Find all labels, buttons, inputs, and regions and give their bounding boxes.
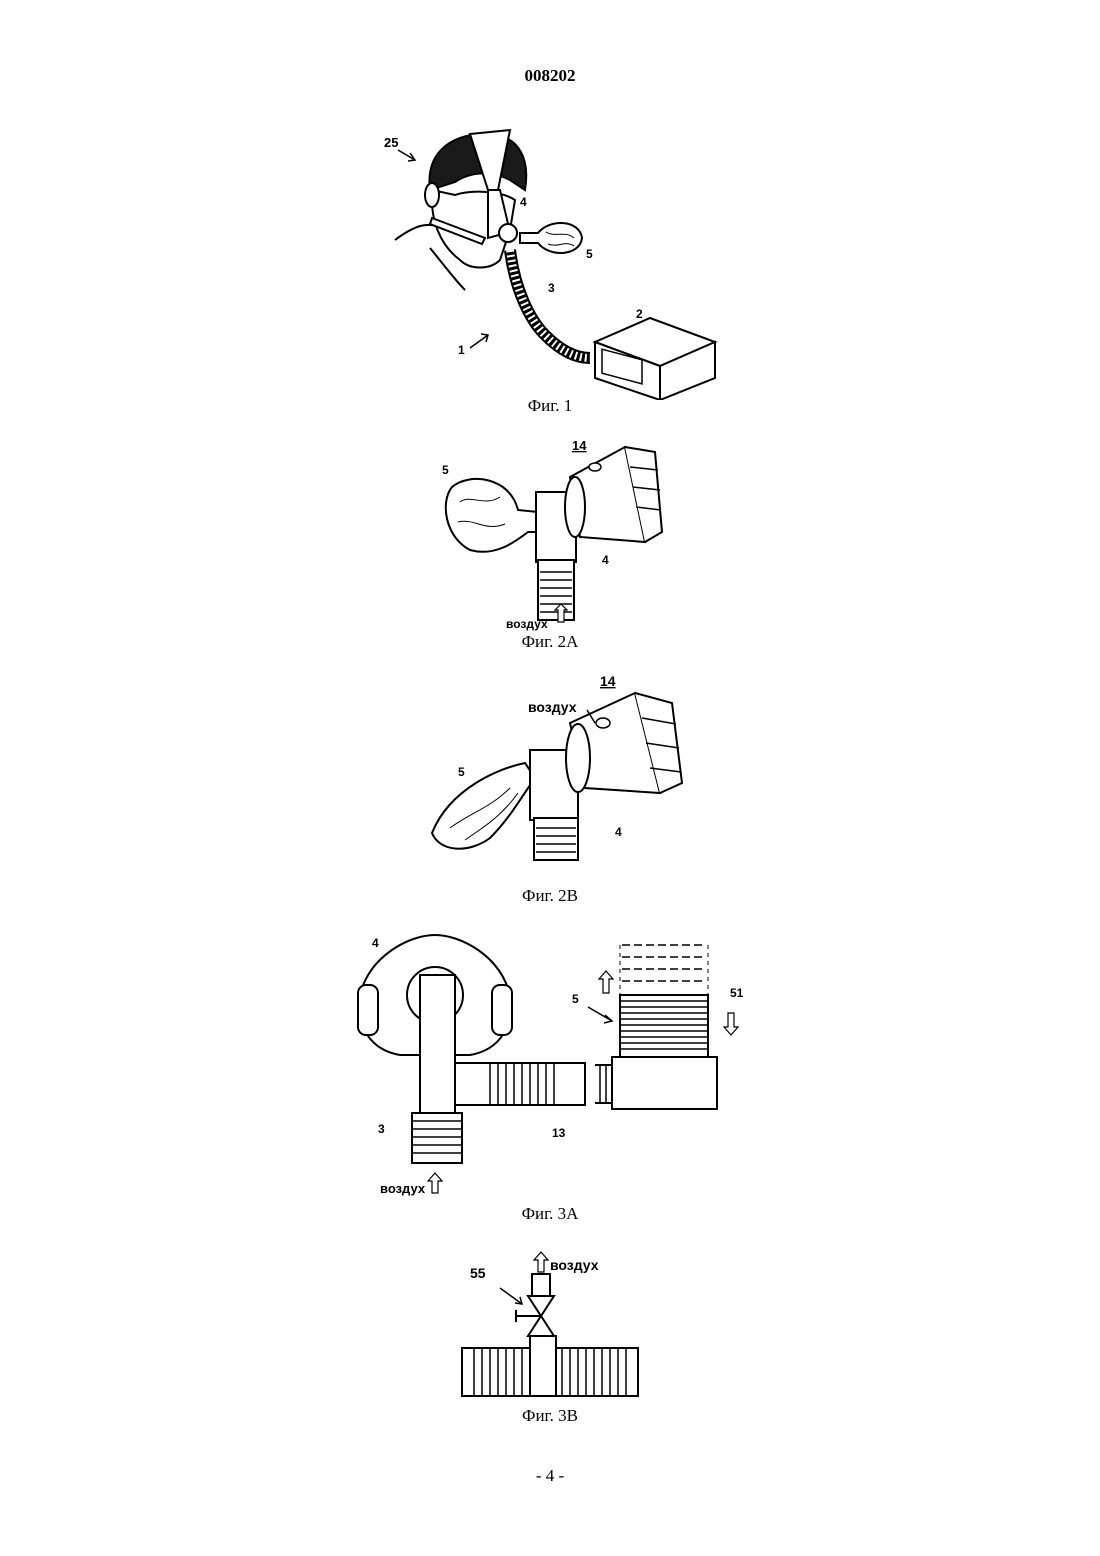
- label-3: 3: [548, 281, 555, 295]
- arrow-up-icon: [599, 971, 613, 993]
- air-arrow-up-icon: [534, 1252, 548, 1272]
- label-14: 14: [572, 438, 587, 453]
- label-2: 2: [636, 307, 643, 321]
- label-55: 55: [470, 1265, 486, 1281]
- label-13: 13: [552, 1126, 566, 1140]
- label-4: 4: [520, 195, 527, 209]
- label-4: 4: [615, 825, 622, 839]
- reservoir-bag: [432, 763, 535, 849]
- label-51: 51: [730, 986, 744, 1000]
- reservoir-bag: [520, 223, 582, 253]
- label-5: 5: [442, 463, 449, 477]
- arrow-down-icon: [724, 1013, 738, 1035]
- control-unit: [595, 318, 715, 400]
- label-14: 14: [600, 673, 616, 689]
- page-footer: - 4 -: [0, 1466, 1100, 1486]
- air-label: воздух: [380, 1181, 426, 1196]
- reservoir-bag: [446, 479, 538, 552]
- figure-1-drawing: 25 4 5 3 2 1: [370, 120, 750, 400]
- figure-3a-drawing: 4 51 5 3 13 воздух: [350, 925, 760, 1205]
- valve-port-14: [589, 463, 601, 471]
- figure-2b-caption: Фиг. 2В: [0, 886, 1100, 906]
- label-4: 4: [372, 936, 379, 950]
- figure-3b-caption: Фиг. 3В: [0, 1406, 1100, 1426]
- figure-2b-drawing: 14 воздух 5 4: [410, 668, 700, 868]
- air-arrow-up-icon: [428, 1173, 442, 1193]
- air-label: воздух: [506, 617, 548, 631]
- air-label: воздух: [528, 699, 577, 715]
- bellows-base: [612, 1057, 717, 1109]
- mask-connector: [499, 224, 517, 242]
- bellows-51: [620, 995, 708, 1057]
- document-number: 008202: [0, 66, 1100, 86]
- figure-2a-caption: Фиг. 2А: [0, 632, 1100, 652]
- label-3: 3: [378, 1122, 385, 1136]
- air-label: воздух: [550, 1257, 599, 1273]
- label-5: 5: [586, 247, 593, 261]
- figure-3b-drawing: 55 воздух: [460, 1248, 660, 1408]
- figure-3a-caption: Фиг. 3А: [0, 1204, 1100, 1224]
- label-1: 1: [458, 343, 465, 357]
- label-25: 25: [384, 135, 398, 150]
- label-5: 5: [572, 992, 579, 1006]
- valve-port-14: [596, 718, 610, 728]
- figure-2a-drawing: 14 5 4 воздух: [430, 432, 670, 632]
- label-4: 4: [602, 553, 609, 567]
- patient-ear: [425, 183, 439, 207]
- figure-1-caption: Фиг. 1: [0, 396, 1100, 416]
- label-5: 5: [458, 765, 465, 779]
